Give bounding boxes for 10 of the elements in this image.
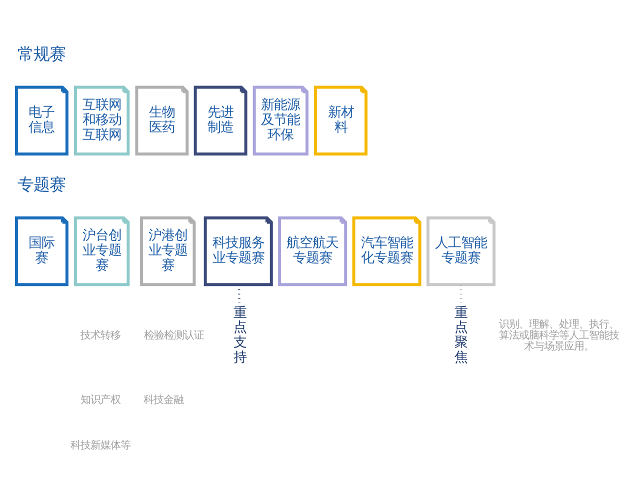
label: 技术转移: [80, 329, 120, 342]
node-text: 重点聚焦: [454, 304, 468, 364]
label: 常规赛: [18, 44, 66, 63]
label: 科技金融: [143, 394, 184, 406]
label: 专题赛: [18, 174, 66, 194]
node-text: 重点支持: [233, 304, 246, 364]
label: 识别、理解、处理、执行、算法或脑科学等人工智能技术与场景应用。: [498, 318, 619, 352]
label: 检验检测认证: [144, 329, 204, 342]
label: 科技新媒体等: [70, 438, 130, 451]
label: 知识产权: [80, 394, 120, 406]
